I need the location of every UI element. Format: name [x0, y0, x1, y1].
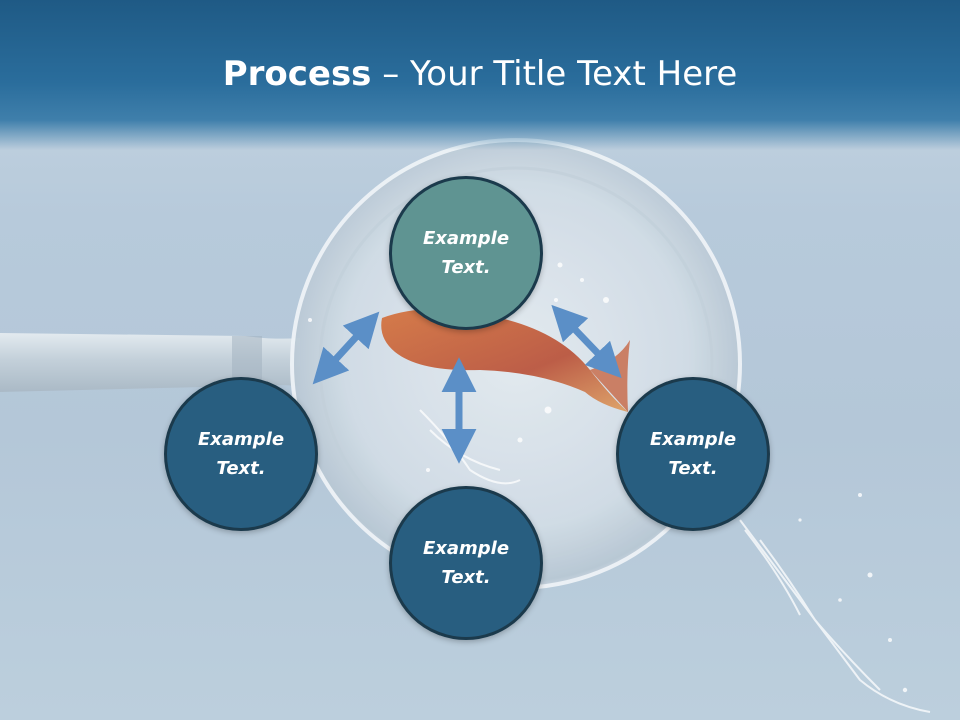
title-bar — [0, 0, 960, 150]
node-left-label: Example Text. — [197, 429, 285, 479]
process-node-left: Example Text. — [164, 377, 318, 531]
title-rest: – Your Title Text Here — [371, 54, 738, 94]
arrow-top-right — [551, 304, 622, 379]
node-top-label: Example Text. — [422, 228, 510, 278]
slide-title: Process – Your Title Text Here — [0, 52, 960, 96]
process-node-right: Example Text. — [616, 377, 770, 531]
node-right-label: Example Text. — [649, 429, 737, 479]
title-bold: Process — [222, 54, 372, 94]
process-node-top: Example Text. — [389, 176, 543, 330]
arrow-top-left — [312, 311, 380, 385]
process-node-bottom: Example Text. — [389, 486, 543, 640]
node-bottom-label: Example Text. — [422, 538, 510, 588]
